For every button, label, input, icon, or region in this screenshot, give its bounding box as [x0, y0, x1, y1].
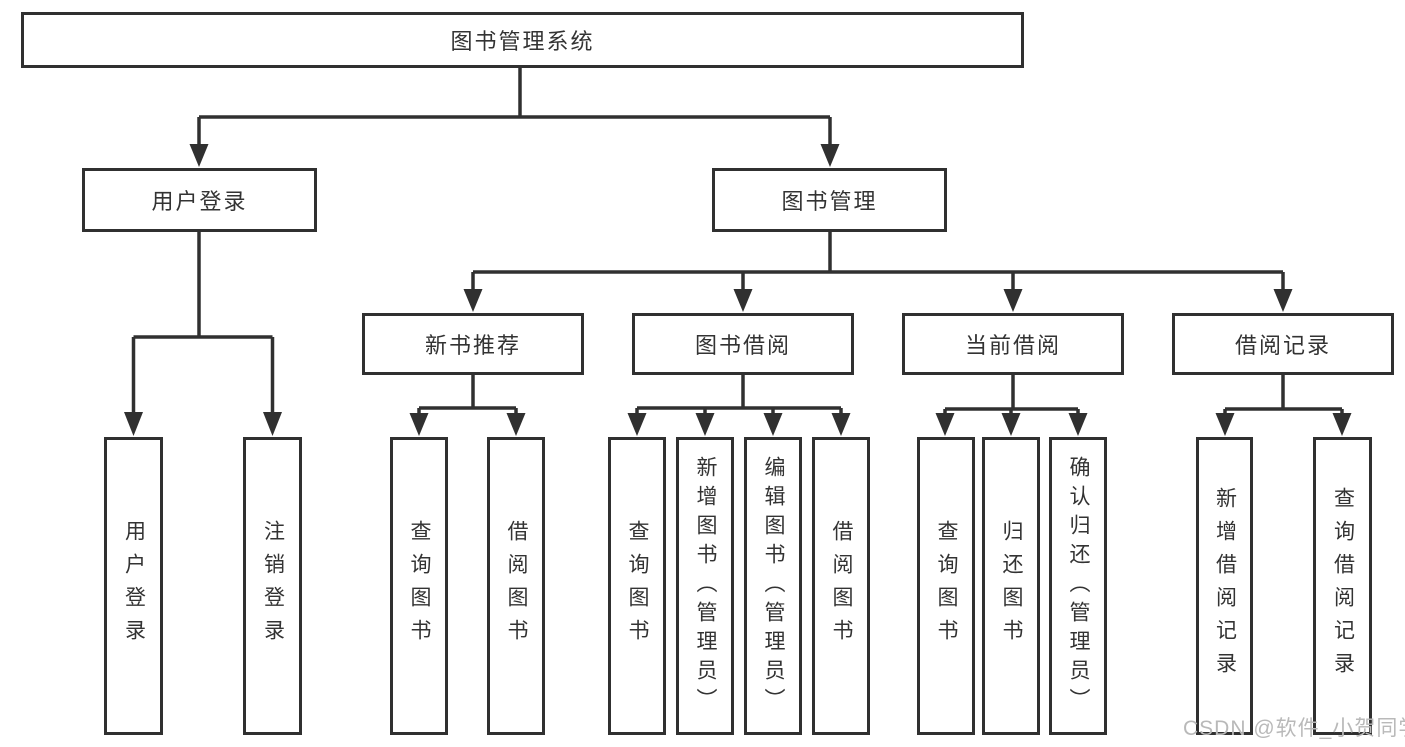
leaf-search-books: 查询图书 [390, 437, 448, 735]
edge-borrow-records-to-leaves [1215, 375, 1352, 436]
leaf-search-books: 查询图书 [917, 437, 975, 735]
node-book-borrowing: 图书借阅 [632, 313, 854, 375]
leaf-label: 查询借阅记录 [1331, 487, 1355, 685]
leaf-add-borrow-record: 新增借阅记录 [1196, 437, 1253, 735]
leaf-label: 注销登录 [261, 520, 285, 652]
leaf-label: 查询图书 [935, 520, 958, 652]
leaf-label: 新增借阅记录 [1213, 487, 1237, 685]
edge-book-borrow-to-leaves [627, 375, 851, 436]
node-new-book-recommendation: 新书推荐 [362, 313, 584, 375]
leaf-search-books: 查询图书 [608, 437, 666, 735]
edge-current-borrow-to-leaves [935, 375, 1088, 436]
leaf-label: 查询图书 [626, 520, 649, 652]
leaf-logout: 注销登录 [243, 437, 302, 735]
edge-user-login-to-leaves [124, 232, 282, 436]
leaf-confirm-return-admin: 确认归还（管理员） [1049, 437, 1107, 735]
edge-root-to-level2 [189, 68, 840, 167]
leaf-label: 借阅图书 [830, 520, 853, 652]
node-user-login: 用户登录 [82, 168, 317, 232]
leaf-label: 归还图书 [1000, 520, 1023, 652]
leaf-borrow-books: 借阅图书 [487, 437, 545, 735]
leaf-search-borrow-record: 查询借阅记录 [1313, 437, 1372, 735]
edge-new-book-to-leaves [409, 375, 526, 436]
node-library-management-system: 图书管理系统 [21, 12, 1024, 68]
node-book-management: 图书管理 [712, 168, 947, 232]
leaf-borrow-books: 借阅图书 [812, 437, 870, 735]
leaf-label: 查询图书 [408, 520, 431, 652]
leaf-label: 编辑图书（管理员） [762, 455, 785, 717]
leaf-label: 新增图书（管理员） [694, 455, 717, 717]
leaf-label: 确认归还（管理员） [1067, 455, 1090, 717]
leaf-label: 用户登录 [122, 520, 146, 652]
csdn-watermark: CSDN @软件_小贺同学 [1183, 717, 1405, 740]
leaf-return-books: 归还图书 [982, 437, 1040, 735]
node-current-borrowing: 当前借阅 [902, 313, 1124, 375]
node-borrowing-records: 借阅记录 [1172, 313, 1394, 375]
leaf-user-login: 用户登录 [104, 437, 163, 735]
leaf-edit-books-admin: 编辑图书（管理员） [744, 437, 802, 735]
leaf-add-books-admin: 新增图书（管理员） [676, 437, 734, 735]
leaf-label: 借阅图书 [505, 520, 528, 652]
edge-book-mgmt-to-sections [463, 232, 1293, 312]
